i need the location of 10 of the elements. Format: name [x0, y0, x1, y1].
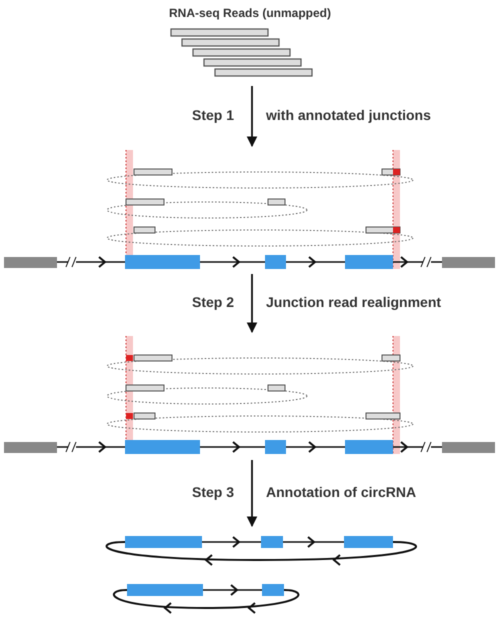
- heading: RNA-seq Reads (unmapped): [168, 6, 332, 20]
- edge-label: with annotated junctions: [266, 107, 431, 123]
- arrow: [246, 460, 258, 528]
- step-label: Step 3: [192, 484, 234, 500]
- edge-label: Junction read realignment: [266, 294, 442, 310]
- arrow: [246, 86, 258, 148]
- step-label: Step 2: [192, 294, 234, 310]
- edge-label: Annotation of circRNA: [266, 484, 416, 500]
- arrow: [246, 274, 258, 334]
- step-label: Step 1: [192, 107, 234, 123]
